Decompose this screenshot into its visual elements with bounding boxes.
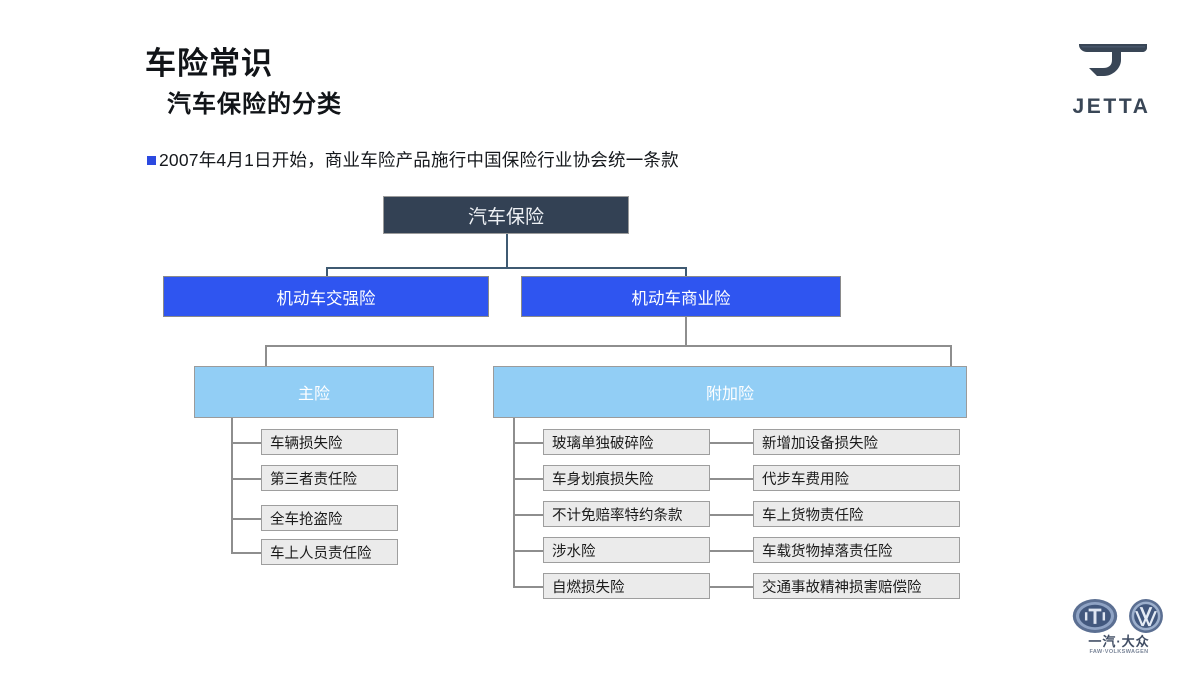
leaf-additional-left-4-label: 涉水险 — [552, 543, 596, 560]
connector-main-stub-3 — [231, 518, 261, 520]
connector-to-compulsory — [326, 267, 328, 282]
leaf-additional-right-1-label: 新增加设备损失险 — [762, 435, 878, 452]
connector-level3-split — [265, 345, 951, 347]
node-root-auto-insurance[interactable]: 汽车保险 — [383, 196, 629, 234]
leaf-additional-left-5[interactable]: 自燃损失险 — [543, 573, 710, 599]
leaf-additional-left-1[interactable]: 玻璃单独破碎险 — [543, 429, 710, 455]
leaf-main-1-label: 车辆损失险 — [270, 435, 343, 452]
connector-root-split — [326, 267, 686, 269]
node-commercial-label: 机动车商业险 — [631, 289, 731, 308]
leaf-main-2[interactable]: 第三者责任险 — [261, 465, 398, 491]
leaf-additional-left-2-label: 车身划痕损失险 — [552, 471, 654, 488]
node-additional-insurance[interactable]: 附加险 — [493, 366, 967, 418]
leaf-additional-right-5-label: 交通事故精神损害赔偿险 — [762, 579, 922, 596]
connector-to-main-insurance — [265, 345, 267, 367]
leaf-additional-right-2-label: 代步车费用险 — [762, 471, 849, 488]
connector-pair-2 — [710, 478, 753, 480]
faw-vw-english-name: FAW·VOLKSWAGEN — [1089, 649, 1149, 655]
leaf-main-4-label: 车上人员责任险 — [270, 545, 372, 562]
jetta-logo: JETTA — [1059, 30, 1164, 118]
connector-commercial-stem — [685, 317, 687, 346]
leaf-main-1[interactable]: 车辆损失险 — [261, 429, 398, 455]
connector-main-stub-4 — [231, 552, 261, 554]
node-main-insurance[interactable]: 主险 — [194, 366, 434, 418]
node-additional-insurance-label: 附加险 — [705, 386, 754, 403]
leaf-additional-left-5-label: 自燃损失险 — [552, 579, 625, 596]
leaf-additional-right-5[interactable]: 交通事故精神损害赔偿险 — [753, 573, 960, 599]
connector-root-stem — [506, 234, 508, 268]
leaf-main-4[interactable]: 车上人员责任险 — [261, 539, 398, 565]
faw-badge-icon — [1072, 599, 1118, 633]
leaf-additional-left-1-label: 玻璃单独破碎险 — [552, 435, 654, 452]
connector-main-spine — [231, 418, 233, 553]
leaf-main-2-label: 第三者责任险 — [270, 471, 357, 488]
page-title: 车险常识 — [145, 46, 273, 81]
leaf-additional-left-2[interactable]: 车身划痕损失险 — [543, 465, 710, 491]
connector-pair-1 — [710, 442, 753, 444]
connector-pair-3 — [710, 514, 753, 516]
bullet-line: 2007年4月1日开始，商业车险产品施行中国保险行业协会统一条款 — [147, 147, 679, 172]
node-commercial-insurance[interactable]: 机动车商业险 — [521, 276, 841, 317]
connector-to-additional-insurance — [950, 345, 952, 367]
leaf-additional-right-1[interactable]: 新增加设备损失险 — [753, 429, 960, 455]
leaf-additional-right-4-label: 车载货物掉落责任险 — [762, 543, 893, 560]
leaf-main-3-label: 全车抢盗险 — [270, 511, 343, 528]
connector-pair-5 — [710, 586, 753, 588]
node-compulsory-insurance[interactable]: 机动车交强险 — [163, 276, 489, 317]
leaf-main-3[interactable]: 全车抢盗险 — [261, 505, 398, 531]
leaf-additional-right-3-label: 车上货物责任险 — [762, 507, 864, 524]
leaf-additional-right-3[interactable]: 车上货物责任险 — [753, 501, 960, 527]
leaf-additional-right-2[interactable]: 代步车费用险 — [753, 465, 960, 491]
node-compulsory-label: 机动车交强险 — [276, 289, 376, 308]
node-root-label: 汽车保险 — [467, 206, 544, 228]
square-bullet-icon — [147, 156, 156, 165]
leaf-additional-left-3[interactable]: 不计免赔率特约条款 — [543, 501, 710, 527]
page-subtitle: 汽车保险的分类 — [167, 91, 342, 118]
faw-vw-chinese-name: 一汽·大众 — [1088, 634, 1150, 649]
bullet-text: 2007年4月1日开始，商业车险产品施行中国保险行业协会统一条款 — [159, 150, 679, 170]
connector-pair-4 — [710, 550, 753, 552]
connector-additional-spine — [513, 418, 515, 588]
connector-to-commercial — [685, 267, 687, 282]
connector-add-stub-4 — [513, 550, 543, 552]
connector-main-stub-1 — [231, 442, 261, 444]
connector-add-stub-3 — [513, 514, 543, 516]
leaf-additional-right-4[interactable]: 车载货物掉落责任险 — [753, 537, 960, 563]
leaf-additional-left-4[interactable]: 涉水险 — [543, 537, 710, 563]
connector-add-stub-2 — [513, 478, 543, 480]
faw-vw-badges — [1063, 598, 1175, 634]
connector-main-stub-2 — [231, 478, 261, 480]
faw-volkswagen-logo: 一汽·大众 FAW·VOLKSWAGEN — [1063, 598, 1175, 660]
connector-add-stub-1 — [513, 442, 543, 444]
leaf-additional-left-3-label: 不计免赔率特约条款 — [552, 507, 683, 524]
volkswagen-badge-icon — [1129, 599, 1163, 633]
connector-add-stub-5 — [513, 586, 543, 588]
node-main-insurance-label: 主险 — [297, 386, 330, 403]
jetta-wordmark: JETTA — [1072, 95, 1151, 118]
